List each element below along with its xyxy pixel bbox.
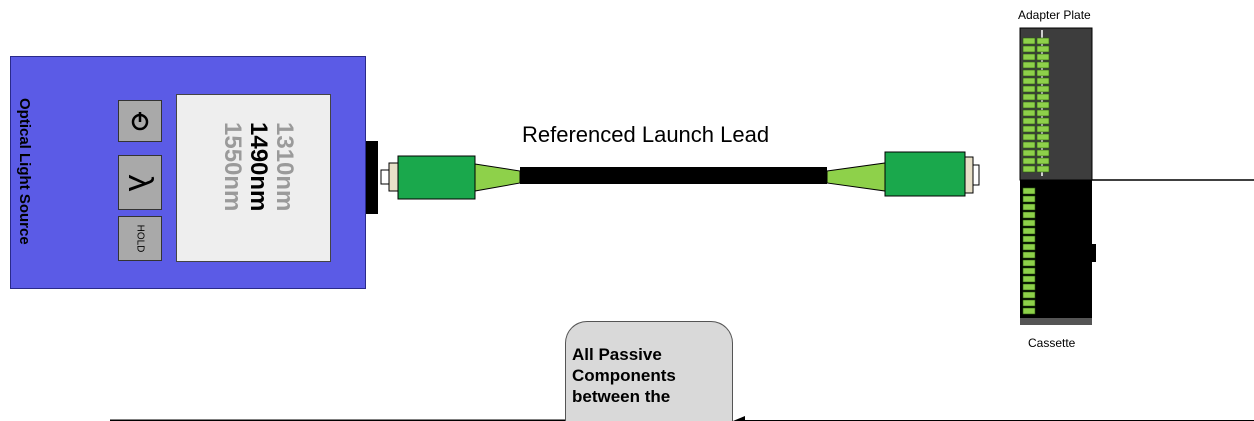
adapter-port (1022, 125, 1036, 133)
arrowhead (733, 416, 745, 421)
adapter-port (1036, 109, 1050, 117)
adapter-port (1022, 93, 1036, 101)
adapter-port (1022, 195, 1036, 203)
cassette-label: Cassette (1028, 336, 1076, 350)
adapter-port (1022, 291, 1036, 299)
adapter-port (1022, 61, 1036, 69)
adapter-port (1022, 307, 1036, 315)
adapter-port (1036, 165, 1050, 173)
adapter-port (1022, 157, 1036, 165)
adapter-port (1036, 77, 1050, 85)
adapter-port (1022, 251, 1036, 259)
adapter-port (1022, 235, 1036, 243)
adapter-port (1036, 53, 1050, 61)
left-connector (380, 155, 521, 200)
adapter-port (1022, 203, 1036, 211)
adapter-port (1022, 133, 1036, 141)
adapter-port (1022, 187, 1036, 195)
adapter-port (1022, 227, 1036, 235)
adapter-port (1036, 149, 1050, 157)
adapter-port (1022, 211, 1036, 219)
power-icon (131, 112, 149, 131)
adapter-port (1022, 37, 1036, 45)
adapter-port (1022, 53, 1036, 61)
passive-components-text: All Passive Components between the (572, 345, 676, 406)
adapter-port (1022, 267, 1036, 275)
adapter-port (1036, 61, 1050, 69)
adapter-port (1036, 125, 1050, 133)
adapter-ports (1022, 37, 1050, 315)
adapter-port (1036, 101, 1050, 109)
passive-components-callout: All Passive Components between the (565, 321, 733, 421)
launch-lead-label: Referenced Launch Lead (522, 122, 770, 147)
adapter-port (1022, 69, 1036, 77)
device-output-port (366, 141, 378, 214)
adapter-port (1022, 165, 1036, 173)
adapter-port (1022, 299, 1036, 307)
adapter-port (1036, 37, 1050, 45)
device-display: 1310nm 1490nm 1550nm (176, 94, 331, 262)
adapter-port (1022, 117, 1036, 125)
adapter-port (1022, 283, 1036, 291)
adapter-port (1022, 45, 1036, 53)
adapter-port (1036, 157, 1050, 165)
adapter-port (1036, 45, 1050, 53)
adapter-plate-label: Adapter Plate (1018, 8, 1091, 22)
adapter-port (1022, 85, 1036, 93)
adapter-port (1022, 149, 1036, 157)
launch-lead-cable (520, 167, 827, 184)
power-button[interactable] (118, 100, 162, 142)
adapter-port (1022, 101, 1036, 109)
adapter-port (1022, 109, 1036, 117)
adapter-port (1022, 141, 1036, 149)
adapter-plate-cassette (1019, 27, 1096, 325)
adapter-port (1036, 85, 1050, 93)
adapter-port (1022, 259, 1036, 267)
adapter-port (1022, 77, 1036, 85)
adapter-port (1022, 219, 1036, 227)
adapter-port (1022, 243, 1036, 251)
adapter-port (1036, 93, 1050, 101)
hold-button[interactable]: HOLD (118, 216, 162, 261)
adapter-port (1036, 117, 1050, 125)
adapter-port (1036, 133, 1050, 141)
wavelength-button[interactable]: λ (118, 155, 162, 210)
adapter-port (1022, 275, 1036, 283)
right-connector (826, 151, 980, 197)
adapter-port (1036, 141, 1050, 149)
adapter-port (1036, 69, 1050, 77)
